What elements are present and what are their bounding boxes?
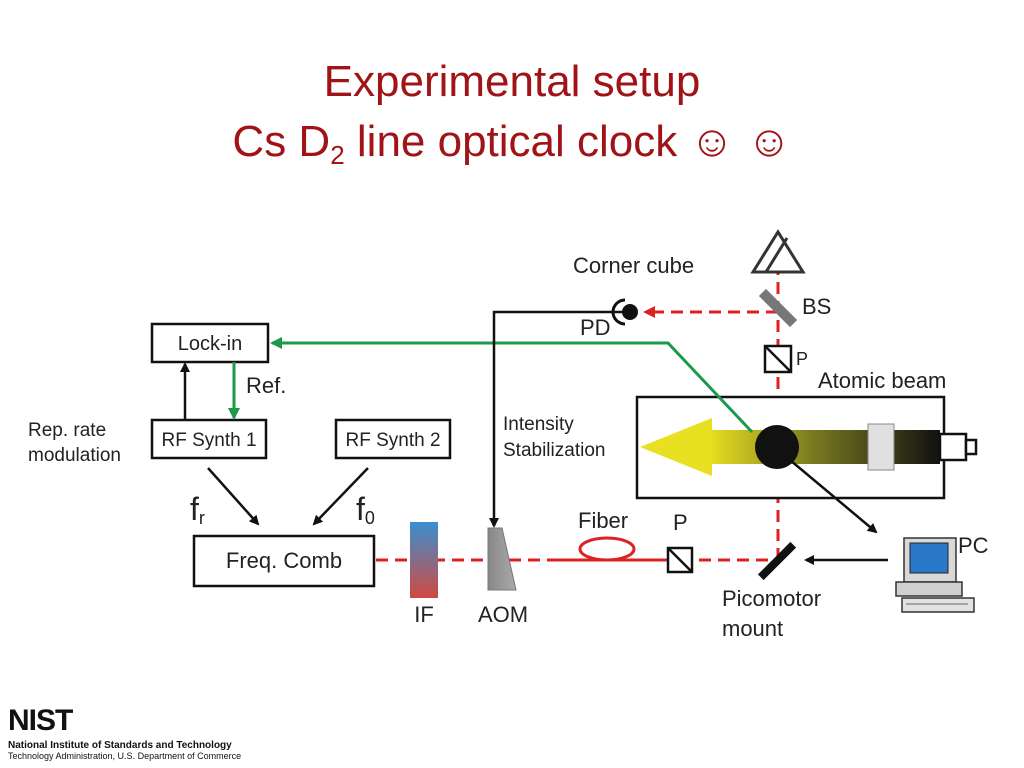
- f0-label: f0: [356, 491, 375, 528]
- bs-label: BS: [802, 294, 831, 319]
- rf-synth-2-box: [334, 418, 452, 460]
- signal-to-pc-arrow: [789, 459, 878, 534]
- lock-in-box: [150, 322, 270, 364]
- polarizer-top-icon: [763, 344, 793, 374]
- nist-footer: NIST National Institute of Standards and…: [8, 704, 242, 762]
- pc-label: PC: [958, 533, 989, 558]
- p-bottom-label: P: [673, 510, 688, 535]
- intensity-feedback-line: [489, 310, 625, 528]
- interference-filter-icon: [410, 522, 438, 598]
- subtitle-prefix: Cs D: [232, 117, 331, 166]
- lock-in-label: Lock-in: [178, 333, 242, 355]
- picomotor-mirror-icon: [757, 541, 797, 581]
- rf-synth-1-label: RF Synth 1: [161, 430, 256, 451]
- nist-department: Technology Administration, U.S. Departme…: [8, 751, 242, 761]
- subtitle-suffix: line optical clock ☺ ☺: [344, 117, 792, 166]
- freq-comb-label: Freq. Comb: [226, 548, 342, 573]
- interaction-region: [755, 425, 799, 469]
- corner-cube-label: Corner cube: [573, 253, 694, 278]
- f0-arrow: [312, 467, 369, 526]
- freq-comb-box: [192, 534, 376, 588]
- fluorescence-signal-line: [270, 337, 754, 434]
- fiber-label: Fiber: [578, 508, 628, 533]
- picomotor-label-1: Picomotor: [722, 586, 821, 611]
- fr-arrow: [207, 467, 260, 526]
- nist-logo: NIST: [8, 704, 73, 737]
- slide-title: Experimental setup: [323, 57, 701, 106]
- corner-cube-icon: [750, 229, 806, 274]
- beam-splitter-icon: [758, 288, 798, 328]
- rf-synth-1-box: [150, 418, 268, 460]
- atomic-beam-label: Atomic beam: [818, 368, 946, 393]
- fr-label: fr: [190, 491, 205, 528]
- intensity-label-1: Intensity: [503, 414, 574, 435]
- if-label: IF: [414, 602, 434, 627]
- intensity-label-2: Stabilization: [503, 440, 605, 461]
- subtitle-subscript: 2: [330, 140, 345, 170]
- picomotor-label-2: mount: [722, 616, 783, 641]
- computer-icon: [895, 537, 975, 613]
- aom-label: AOM: [478, 602, 528, 627]
- pd-label: PD: [580, 315, 611, 340]
- nist-name: National Institute of Standards and Tech…: [8, 740, 232, 751]
- slide-subtitle: Cs D2 line optical clock ☺ ☺: [0, 118, 1024, 179]
- rep-rate-label-1: Rep. rate: [28, 420, 106, 441]
- fiber-icon: [556, 536, 668, 562]
- rf-synth-2-label: RF Synth 2: [345, 430, 440, 451]
- polarizer-bottom-icon: [666, 546, 694, 574]
- p-top-label: P: [796, 349, 808, 369]
- atomic-beam-icon: [640, 418, 978, 476]
- aom-icon: [487, 527, 517, 591]
- ref-label: Ref.: [246, 373, 286, 398]
- rep-rate-label-2: modulation: [28, 445, 121, 466]
